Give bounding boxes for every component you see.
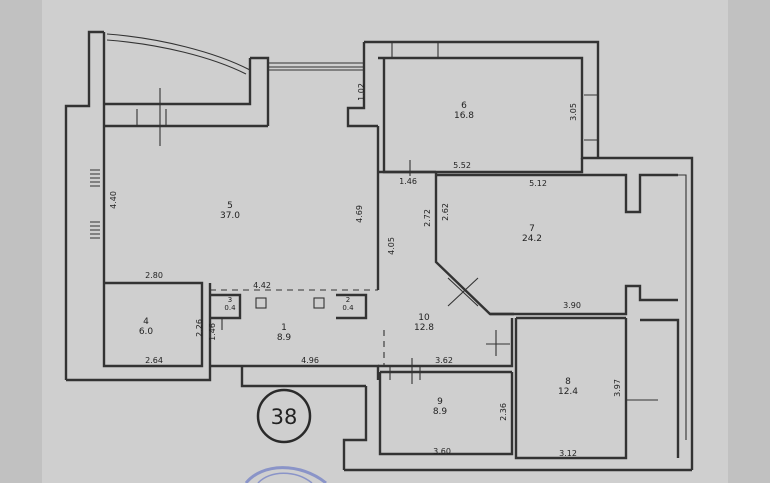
room-1-number: 1 [281,323,287,333]
room-6-area: 16.8 [454,111,474,121]
room-2-number: 2 [346,296,350,304]
dim-2-26: 2.26 [195,319,204,337]
room-7-number: 7 [529,224,535,234]
room-labels: 5 37.0 6 16.8 7 24.2 4 6.0 3 0.4 1 8.9 2… [139,101,578,417]
dim-2-64: 2.64 [145,356,163,365]
room-10-number: 10 [418,313,430,323]
paper-edge-right [728,0,770,483]
dim-3-05: 3.05 [569,103,578,121]
room-1-area: 8.9 [277,333,292,343]
dim-2-62: 2.62 [441,203,450,221]
room-8-number: 8 [565,377,571,387]
dim-5-52: 5.52 [453,161,471,170]
dim-4-05: 4.05 [387,237,396,255]
room-5-number: 5 [227,201,233,211]
room-9-number: 9 [437,397,443,407]
dim-4-96: 4.96 [301,356,319,365]
room-2-area: 0.4 [342,304,354,312]
room-4-number: 4 [143,317,149,327]
dim-5-12: 5.12 [529,179,547,188]
dim-4-40: 4.40 [109,191,118,209]
room-3-number: 3 [228,296,232,304]
dim-3-90: 3.90 [563,301,581,310]
sheet-number: 38 [271,405,298,429]
dim-3-97: 3.97 [613,379,622,397]
dim-1-02: 1.02 [357,83,366,101]
room-10-area: 12.8 [414,323,434,333]
room-4-area: 6.0 [139,327,154,337]
dim-2-36: 2.36 [499,403,508,421]
dim-3-62: 3.62 [435,356,453,365]
room-5-area: 37.0 [220,211,240,221]
room-6-number: 6 [461,101,467,111]
dim-2-80: 2.80 [145,271,163,280]
dimensions: 1.02 3.05 5.52 1.46 5.12 4.40 4.69 2.72 … [109,83,622,458]
paper-edge-left [0,0,42,483]
official-stamp-inner [257,472,313,483]
dim-4-69: 4.69 [355,205,364,223]
dim-1-46-left: 1.46 [208,323,217,341]
walls [64,30,694,472]
dim-4-42: 4.42 [253,281,271,290]
dim-2-72: 2.72 [423,209,432,227]
room-3-area: 0.4 [224,304,236,312]
dim-3-60: 3.60 [433,447,451,456]
room-9-area: 8.9 [433,407,448,417]
dim-1-46-top: 1.46 [399,177,417,186]
sheet-number-circle [256,388,312,444]
dim-3-12: 3.12 [559,449,577,458]
room-8-area: 12.4 [558,387,578,397]
official-stamp [244,466,327,483]
room-7-area: 24.2 [522,234,542,244]
